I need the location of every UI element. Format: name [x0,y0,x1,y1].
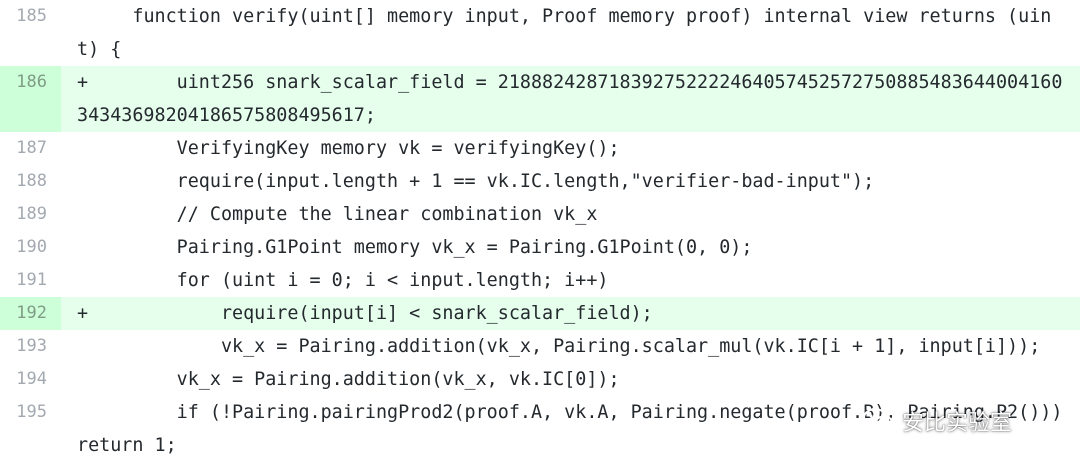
diff-line: 195 if (!Pairing.pairingProd2(proof.A, v… [0,396,1080,462]
code-text: uint256 snark_scalar_field = 21888242871… [77,72,1063,126]
diff-line: 193 vk_x = Pairing.addition(vk_x, Pairin… [0,330,1080,363]
watermark-text: 安比实验室 [902,411,1013,436]
diff-line: 189 // Compute the linear combination vk… [0,198,1080,231]
wechat-icon [862,406,896,436]
code-line: vk_x = Pairing.addition(vk_x, Pairing.sc… [61,330,1080,363]
diff-marker [77,369,88,390]
diff-line-added: 192+ require(input[i] < snark_scalar_fie… [0,297,1080,330]
code-line: + require(input[i] < snark_scalar_field)… [61,297,1080,330]
line-number[interactable]: 189 [16,204,47,224]
line-number[interactable]: 192 [0,297,61,330]
code-line: Pairing.G1Point memory vk_x = Pairing.G1… [61,231,1080,264]
code-line: vk_x = Pairing.addition(vk_x, vk.IC[0]); [61,363,1080,396]
diff-marker [77,204,88,225]
line-number[interactable]: 185 [16,6,47,26]
code-text: // Compute the linear combination vk_x [88,204,598,225]
code-line: require(input.length + 1 == vk.IC.length… [61,165,1080,198]
diff-marker [77,171,88,192]
diff-marker [77,138,88,159]
diff-line: 194 vk_x = Pairing.addition(vk_x, vk.IC[… [0,363,1080,396]
diff-marker [77,402,88,423]
diff-line: 191 for (uint i = 0; i < input.length; i… [0,264,1080,297]
code-line: // Compute the linear combination vk_x [61,198,1080,231]
code-text: if (!Pairing.pairingProd2(proof.A, vk.A,… [77,402,1074,456]
diff-marker [77,270,88,291]
line-number[interactable]: 190 [16,237,47,257]
line-number[interactable]: 193 [16,336,47,356]
line-number[interactable]: 195 [16,402,47,422]
code-text: require(input[i] < snark_scalar_field); [88,303,653,324]
diff-line: 185 function verify(uint[] memory input,… [0,0,1080,66]
code-text: function verify(uint[] memory input, Pro… [77,6,1052,60]
code-text: for (uint i = 0; i < input.length; i++) [88,270,609,291]
code-text: VerifyingKey memory vk = verifyingKey(); [88,138,620,159]
diff-marker [77,6,88,27]
diff-marker [77,336,88,357]
line-number[interactable]: 191 [16,270,47,290]
code-line: if (!Pairing.pairingProd2(proof.A, vk.A,… [61,396,1080,462]
code-text: vk_x = Pairing.addition(vk_x, vk.IC[0]); [88,369,620,390]
code-text: require(input.length + 1 == vk.IC.length… [88,171,875,192]
code-line: + uint256 snark_scalar_field = 218882428… [61,66,1080,132]
diff-line: 190 Pairing.G1Point memory vk_x = Pairin… [0,231,1080,264]
line-number[interactable]: 187 [16,138,47,158]
code-line: function verify(uint[] memory input, Pro… [61,0,1080,66]
code-line: VerifyingKey memory vk = verifyingKey(); [61,132,1080,165]
diff-marker: + [77,303,89,324]
diff-marker: + [77,72,89,93]
diff-line-added: 186+ uint256 snark_scalar_field = 218882… [0,66,1080,132]
code-line: for (uint i = 0; i < input.length; i++) [61,264,1080,297]
diff-line: 187 VerifyingKey memory vk = verifyingKe… [0,132,1080,165]
line-number[interactable]: 188 [16,171,47,191]
diff-marker [77,237,88,258]
code-text: Pairing.G1Point memory vk_x = Pairing.G1… [88,237,753,258]
diff-line: 188 require(input.length + 1 == vk.IC.le… [0,165,1080,198]
code-text: vk_x = Pairing.addition(vk_x, Pairing.sc… [88,336,1041,357]
line-number[interactable]: 186 [0,66,61,132]
watermark: 安比实验室 [862,404,1012,438]
line-number[interactable]: 194 [16,369,47,389]
